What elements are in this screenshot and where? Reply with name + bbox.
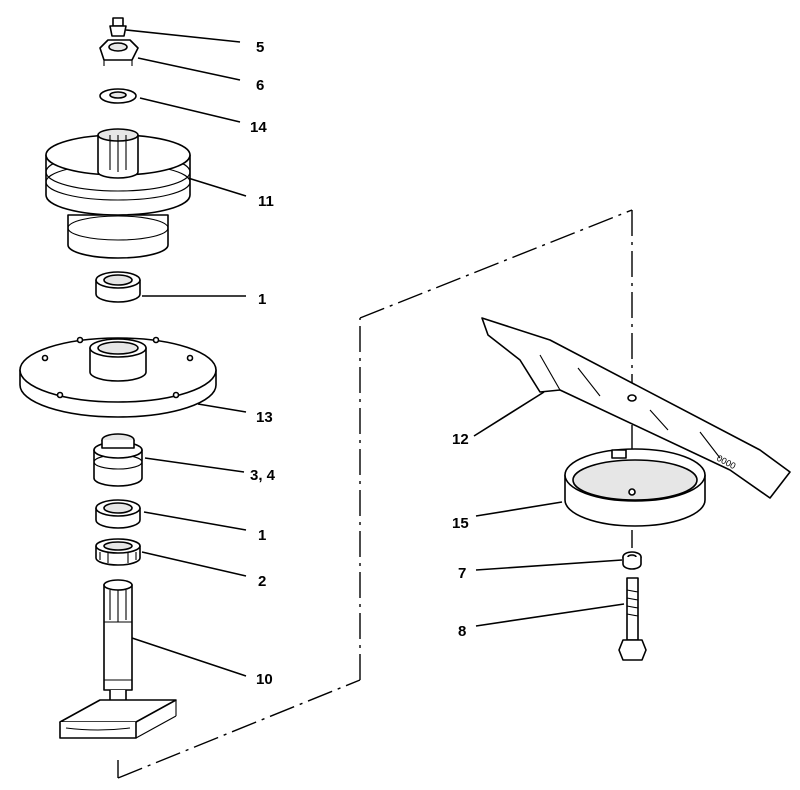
leader-lines xyxy=(125,29,625,677)
pulley xyxy=(45,128,191,259)
callout-11: 11 xyxy=(258,193,274,210)
callout-1-lower: 1 xyxy=(258,527,266,544)
blade-bolt xyxy=(618,577,647,661)
lock-washer xyxy=(622,551,642,570)
callout-5: 5 xyxy=(256,39,264,56)
bearing-lower xyxy=(95,499,141,529)
washer-top xyxy=(99,88,137,104)
callout-12: 12 xyxy=(452,431,469,448)
callout-10: 10 xyxy=(256,671,273,688)
callout-7: 7 xyxy=(458,565,466,582)
callout-2: 2 xyxy=(258,573,266,590)
callout-14: 14 xyxy=(250,119,267,136)
callout-13: 13 xyxy=(256,409,273,426)
spindle-nut xyxy=(99,39,139,66)
callout-6: 6 xyxy=(256,77,264,94)
spindle-housing xyxy=(19,336,217,418)
bearing-spacer-assembly xyxy=(93,433,143,487)
grease-fitting xyxy=(109,17,127,37)
spindle-shaft xyxy=(59,579,177,739)
seal xyxy=(95,538,141,566)
callout-3-4: 3, 4 xyxy=(250,467,276,484)
blade-cup xyxy=(564,448,706,527)
bearing-upper xyxy=(95,271,141,303)
callout-8: 8 xyxy=(458,623,466,640)
callout-labels: 5 6 14 11 1 13 3, 4 1 2 10 12 15 7 8 xyxy=(250,39,469,688)
callout-1-upper: 1 xyxy=(258,291,266,308)
callout-15: 15 xyxy=(452,515,469,532)
